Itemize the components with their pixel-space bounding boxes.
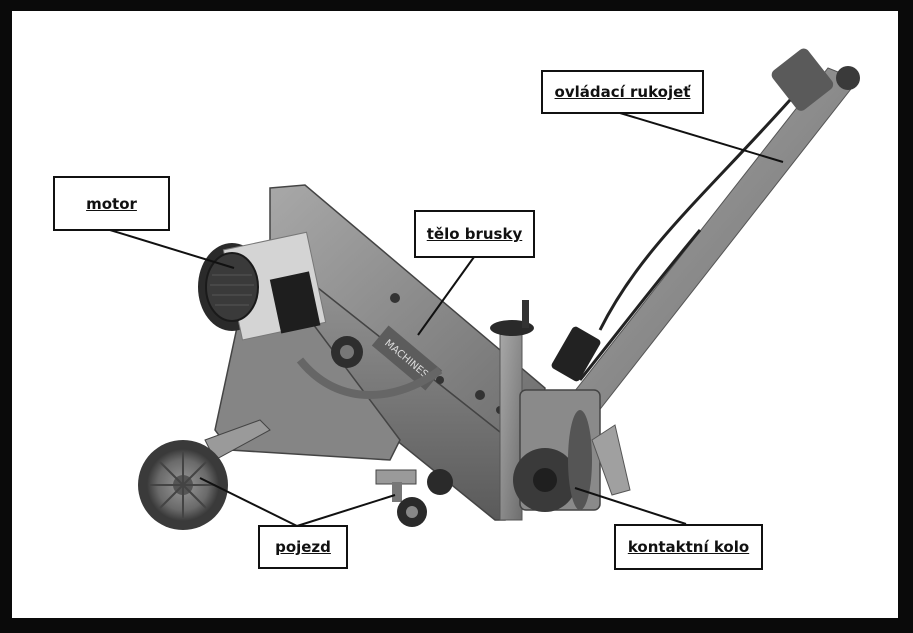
leader-telo (417, 256, 475, 336)
leader-pojezd-1 (199, 477, 298, 527)
control-handle (551, 48, 860, 423)
leader-lines (109, 112, 784, 527)
label-undercarriage: pojezd (258, 525, 348, 569)
leader-pojezd-2 (296, 494, 396, 527)
chassis (204, 419, 453, 527)
leader-motor (109, 229, 235, 269)
label-contact-wheel: kontaktní kolo (614, 524, 763, 570)
label-grinder-body: tělo brusky (414, 210, 535, 258)
label-control-handle: ovládací rukojeť (541, 70, 704, 114)
contact-wheel (513, 389, 631, 512)
transport-wheel (138, 440, 228, 530)
leader-kontaktni (574, 487, 687, 525)
motor (198, 231, 327, 341)
leader-ovladaci (619, 112, 784, 163)
label-motor: motor (53, 176, 170, 231)
